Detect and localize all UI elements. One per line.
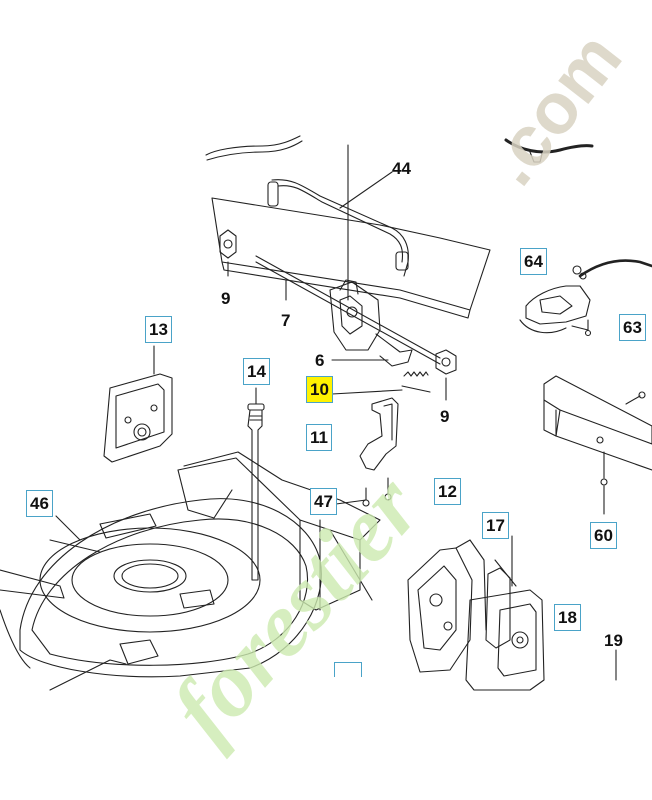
label-box-fragment <box>334 662 362 677</box>
part-label-18: 18 <box>554 604 581 631</box>
control-lever <box>525 285 591 325</box>
bracket-11 <box>359 397 399 471</box>
part-label-9-right: 9 <box>440 407 450 426</box>
part-label-44: 44 <box>392 159 411 178</box>
rear-plate <box>485 567 511 649</box>
part-label-10: 10 <box>306 376 333 403</box>
spring <box>403 371 429 377</box>
part-label-17: 17 <box>482 512 509 539</box>
wheel-bracket <box>407 547 473 673</box>
part-label-13: 13 <box>145 316 172 343</box>
part-label-11: 11 <box>306 424 332 451</box>
cable-fragment <box>205 135 301 156</box>
part-label-60: 60 <box>590 522 617 549</box>
part-label-19: 19 <box>604 631 623 650</box>
part-label-7: 7 <box>281 311 291 330</box>
part-label-64: 64 <box>520 248 547 275</box>
part-label-14: 14 <box>243 358 270 385</box>
axle-rod <box>255 255 441 359</box>
part-label-12: 12 <box>434 478 461 505</box>
part-label-47: 47 <box>310 488 337 515</box>
side-plate <box>103 373 173 463</box>
part-label-46: 46 <box>26 490 53 517</box>
part-label-63: 63 <box>619 314 646 341</box>
part-label-9-left: 9 <box>221 289 231 308</box>
handle-fragment <box>504 138 594 154</box>
part-label-6: 6 <box>312 348 328 373</box>
post-14 <box>247 409 263 581</box>
height-adjust-plate <box>211 197 491 311</box>
